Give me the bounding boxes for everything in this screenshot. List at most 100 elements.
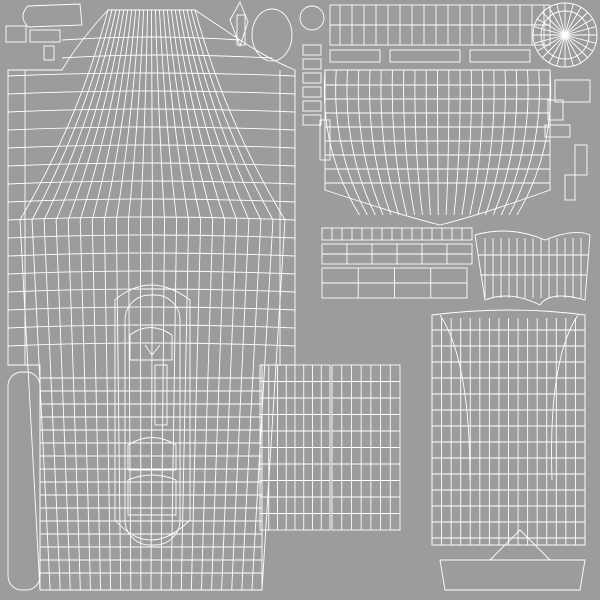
fan-curve [469, 69, 484, 216]
fan-curve [445, 69, 450, 216]
spoke [564, 3, 574, 36]
side-panel [7, 371, 41, 591]
fan-curve [155, 9, 165, 591]
row-curve [7, 324, 296, 329]
fan-curve [357, 69, 384, 216]
small-part [29, 29, 61, 43]
spoke [564, 12, 588, 36]
spoke [533, 34, 566, 44]
fan-curve [369, 69, 392, 216]
fan-curve [380, 69, 400, 216]
row-curve [7, 90, 296, 95]
cap-part [22, 3, 83, 28]
fan-curve [178, 9, 238, 591]
fan-curve [31, 9, 113, 591]
fan-curve [437, 69, 439, 216]
mesh-edge [489, 529, 521, 561]
row-curve [7, 216, 296, 221]
row-curve [7, 234, 296, 239]
small-part [544, 124, 571, 138]
fan-curve [91, 9, 133, 591]
spoke [564, 18, 593, 36]
fan-curve [391, 69, 408, 216]
spoke [537, 18, 566, 36]
spoke [564, 34, 593, 52]
fan-curve [414, 69, 423, 216]
small-part [554, 79, 591, 103]
spoke [556, 3, 566, 36]
fan-curve [127, 9, 145, 591]
row-curve [7, 72, 296, 77]
row-curve [7, 342, 296, 347]
roof-strip [154, 364, 168, 426]
fan-curve [186, 9, 262, 591]
small-part [547, 99, 564, 121]
row-curve [7, 288, 296, 293]
small-part [302, 72, 322, 84]
spoke [542, 34, 566, 58]
row-curve [7, 180, 296, 185]
fan-curve [115, 9, 141, 591]
mesh-edge [519, 529, 551, 561]
fan-curve [346, 69, 376, 216]
small-part [302, 86, 322, 98]
wheel-part [299, 5, 325, 31]
fan-curve [194, 9, 286, 591]
windshield [129, 327, 173, 361]
fan-curve [425, 69, 431, 216]
spoke [564, 34, 597, 44]
small-part [302, 44, 322, 56]
rear-body [431, 309, 586, 546]
rear-window [127, 437, 177, 471]
spoke [564, 7, 582, 36]
roof-panel [324, 69, 551, 226]
fan-curve [477, 69, 495, 216]
spoke [548, 34, 566, 63]
fan-curve [103, 9, 137, 591]
fan-curve [166, 9, 202, 591]
row-curve [7, 108, 296, 113]
mesh-edge [144, 344, 153, 356]
fan-curve [43, 9, 117, 591]
small-part [43, 45, 55, 61]
fan-curve [140, 9, 148, 591]
trunk-panel [127, 474, 177, 516]
row-curve [7, 270, 296, 275]
row-curve [7, 126, 296, 131]
fan-curve [461, 69, 472, 216]
fan-curve [508, 69, 540, 216]
small-part [319, 119, 331, 161]
spoke [556, 34, 566, 67]
fan-curve [170, 9, 214, 591]
row-curve [61, 54, 273, 59]
cabin-outline [114, 284, 191, 541]
bumper [439, 559, 586, 591]
small-part [469, 49, 531, 63]
small-part [5, 25, 27, 43]
spoke [542, 12, 566, 36]
spoke [564, 34, 588, 58]
oval-part [251, 8, 293, 62]
small-part [329, 49, 381, 63]
pillar-curve [439, 314, 579, 481]
fan-curve [150, 9, 153, 591]
fan-curve [403, 69, 416, 216]
row-curve [61, 36, 241, 41]
mesh-edge [151, 344, 161, 356]
spoke [548, 7, 566, 36]
spoke [537, 34, 566, 52]
fan-curve [55, 9, 121, 591]
cabin-inner [124, 294, 181, 546]
small-part [302, 58, 322, 70]
row-curve [7, 144, 296, 149]
spoke [564, 34, 574, 67]
fan-curve [335, 69, 368, 216]
small-part [302, 100, 322, 112]
spoke [533, 26, 566, 36]
spoke [564, 34, 582, 63]
row-curve [7, 306, 296, 311]
fan-curve [19, 9, 109, 591]
fan-curve [485, 69, 506, 216]
